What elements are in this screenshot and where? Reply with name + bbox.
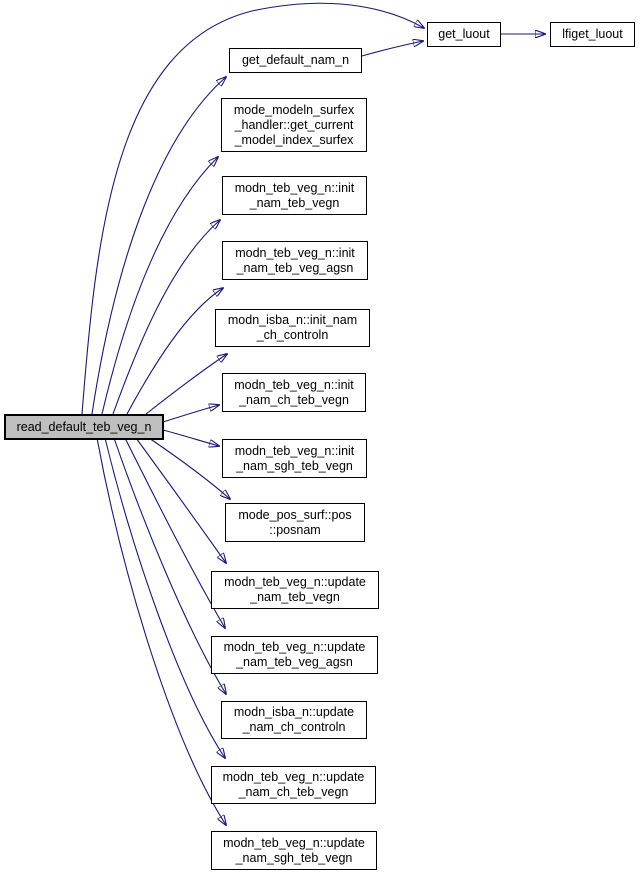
edge-read-to-init-nam-ch-teb-vegn bbox=[162, 405, 219, 423]
node-init-nam-sgh-teb-vegn[interactable]: modn_teb_veg_n::init _nam_sgh_teb_vegn bbox=[222, 439, 367, 478]
node-lfiget-luout[interactable]: lfiget_luout bbox=[550, 22, 635, 47]
edge-read-to-get-default-nam-n bbox=[91, 77, 226, 415]
edge-read-to-update-nam-teb-vegn bbox=[135, 437, 226, 563]
node-init-nam-ch-controln[interactable]: modn_isba_n::init_nam _ch_controln bbox=[215, 309, 370, 347]
edge-read-to-get-current-model-index bbox=[101, 157, 218, 415]
node-init-nam-teb-veg-agsn[interactable]: modn_teb_veg_n::init _nam_teb_veg_agsn bbox=[222, 241, 368, 280]
edge-read-to-get-luout bbox=[81, 2, 424, 415]
node-init-nam-teb-vegn[interactable]: modn_teb_veg_n::init _nam_teb_vegn bbox=[222, 176, 367, 215]
node-get-default-nam-n[interactable]: get_default_nam_n bbox=[229, 48, 362, 73]
edge-read-to-init-nam-ch-controln bbox=[145, 354, 227, 415]
node-update-nam-ch-controln[interactable]: modn_isba_n::update _nam_ch_controln bbox=[221, 701, 367, 739]
node-posnam[interactable]: mode_pos_surf::pos ::posnam bbox=[225, 503, 365, 542]
node-get-current-model-index-surfex[interactable]: mode_modeln_surfex _handler::get_current… bbox=[221, 98, 367, 152]
edge-read-to-update-nam-sgh-teb-vegn bbox=[96, 437, 226, 825]
edge-read-to-init-nam-sgh-teb-vegn bbox=[162, 429, 219, 446]
edge-read-to-init-nam-teb-veg-agsn bbox=[126, 288, 223, 415]
edge-read-to-update-nam-ch-teb-vegn bbox=[104, 437, 225, 758]
edge-get-default-nam-n-to-get-luout bbox=[361, 41, 423, 57]
node-update-nam-teb-veg-agsn[interactable]: modn_teb_veg_n::update _nam_teb_veg_agsn bbox=[211, 636, 378, 674]
edge-read-to-update-nam-teb-veg-agsn bbox=[124, 437, 225, 628]
node-update-nam-teb-vegn[interactable]: modn_teb_veg_n::update _nam_teb_vegn bbox=[211, 571, 379, 609]
node-read-default-teb-veg-n: read_default_teb_veg_n bbox=[4, 414, 164, 440]
node-update-nam-ch-teb-vegn[interactable]: modn_teb_veg_n::update _nam_ch_teb_vegn bbox=[211, 766, 376, 804]
node-update-nam-sgh-teb-vegn[interactable]: modn_teb_veg_n::update _nam_sgh_teb_vegn bbox=[211, 831, 377, 870]
node-get-luout[interactable]: get_luout bbox=[427, 22, 501, 47]
edge-read-to-init-nam-teb-vegn bbox=[112, 220, 220, 415]
edge-read-to-update-nam-ch-controln bbox=[113, 437, 226, 694]
node-init-nam-ch-teb-vegn[interactable]: modn_teb_veg_n::init _nam_ch_teb_vegn bbox=[222, 373, 366, 412]
edge-read-to-posnam bbox=[148, 437, 230, 499]
